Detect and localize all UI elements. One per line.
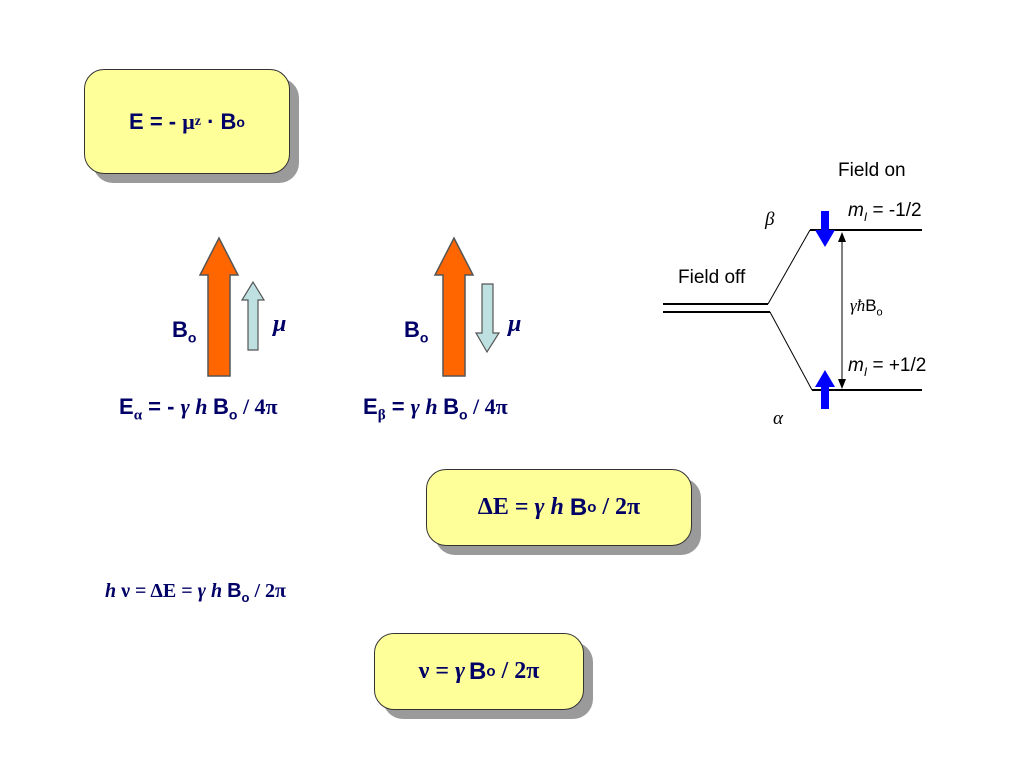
bo-label-left: Bo — [172, 317, 196, 345]
split-line-down — [769, 311, 813, 391]
nu-delta-e: ν = ΔE = — [116, 580, 198, 602]
bo-arrow-right — [433, 236, 475, 377]
field-off-label: Field off — [678, 267, 746, 288]
e-beta-eq: = — [385, 394, 411, 419]
b-label: B — [220, 108, 237, 134]
delta-e-label: ΔE = — [477, 494, 535, 520]
bo-left-o: o — [187, 329, 197, 346]
h-symbol: h — [544, 494, 570, 520]
nu-o: o — [486, 663, 496, 680]
gamma-symbol: γ — [455, 658, 466, 684]
delta-b: B — [569, 493, 588, 521]
e-alpha-e: E — [119, 394, 134, 419]
e-alpha-equation: Eα = - γ h Bo / 4π — [119, 394, 278, 424]
m-bot-value: = +1/2 — [867, 355, 927, 376]
e-beta-o: o — [458, 406, 468, 423]
gap-b: B — [865, 296, 877, 315]
h-symbol-2: h — [205, 580, 228, 602]
hv-o: o — [241, 590, 250, 605]
delta-o: o — [587, 499, 597, 516]
bo-left-b: B — [172, 317, 188, 342]
nu-rest: / 2π — [495, 658, 540, 684]
dot-operator: · — [207, 108, 215, 134]
mu-symbol: μ — [182, 108, 195, 134]
gamma-symbol: γ — [850, 296, 857, 315]
mu-label-left: μ — [273, 311, 287, 337]
alpha-subscript: α — [133, 407, 143, 424]
gap-o: o — [876, 306, 883, 319]
e-beta-rest: / 4π — [467, 394, 508, 419]
bo-right-o: o — [419, 329, 429, 346]
gap-arrowhead-bottom — [838, 379, 846, 389]
z-subscript: z — [194, 113, 201, 129]
gamma-symbol: γ — [534, 494, 545, 520]
gamma-symbol: γ — [410, 394, 420, 419]
m-plus-half-label: mI = +1/2 — [848, 355, 926, 379]
split-line-up — [767, 229, 811, 305]
nu-b: B — [469, 657, 487, 685]
nu-label: ν = — [418, 658, 456, 684]
h-nu-equation: h ν = ΔE = γ h Bo / 2π — [105, 580, 286, 605]
gap-arrowhead-top — [838, 232, 846, 242]
hv-b: B — [227, 580, 242, 602]
beta-label: β — [765, 209, 775, 230]
bo-arrow-left — [198, 236, 240, 377]
e-alpha-o: o — [228, 406, 238, 423]
gap-energy-label: γħBo — [850, 296, 883, 318]
i-subscript: I — [863, 209, 868, 224]
mu-arrow-down — [474, 283, 501, 354]
h-symbol: h — [189, 394, 213, 419]
mu-label-right: μ — [508, 311, 522, 337]
energy-e-label: E = - — [129, 108, 177, 134]
e-alpha-eq: = - — [142, 394, 181, 419]
bo-right-b: B — [404, 317, 420, 342]
gamma-symbol: γ — [197, 580, 206, 602]
h-symbol: h — [105, 580, 117, 602]
e-beta-e: E — [363, 394, 378, 419]
delta-rest: / 2π — [596, 494, 641, 520]
i-subscript: I — [863, 364, 868, 379]
m-top-value: = -1/2 — [867, 200, 922, 221]
field-on-label: Field on — [838, 160, 906, 181]
h-symbol: h — [419, 394, 444, 419]
alpha-label: α — [773, 408, 783, 429]
m-minus-half-label: mI = -1/2 — [848, 200, 922, 224]
bo-label-right: Bo — [404, 317, 428, 345]
m-symbol: m — [848, 355, 864, 376]
e-alpha-b: B — [212, 394, 229, 419]
gamma-symbol: γ — [180, 394, 190, 419]
m-symbol: m — [848, 200, 864, 221]
hv-rest: / 2π — [249, 580, 287, 602]
spin-down-arrow — [815, 211, 835, 247]
e-beta-equation: Eβ = γ h Bo / 4π — [363, 394, 508, 424]
e-alpha-rest: / 4π — [237, 394, 278, 419]
e-beta-b: B — [443, 394, 459, 419]
hbar-symbol: ħ — [856, 296, 866, 315]
mu-arrow-up — [240, 280, 266, 351]
beta-subscript: β — [377, 407, 386, 424]
o-subscript: o — [236, 113, 245, 130]
spin-up-arrow — [815, 370, 835, 409]
